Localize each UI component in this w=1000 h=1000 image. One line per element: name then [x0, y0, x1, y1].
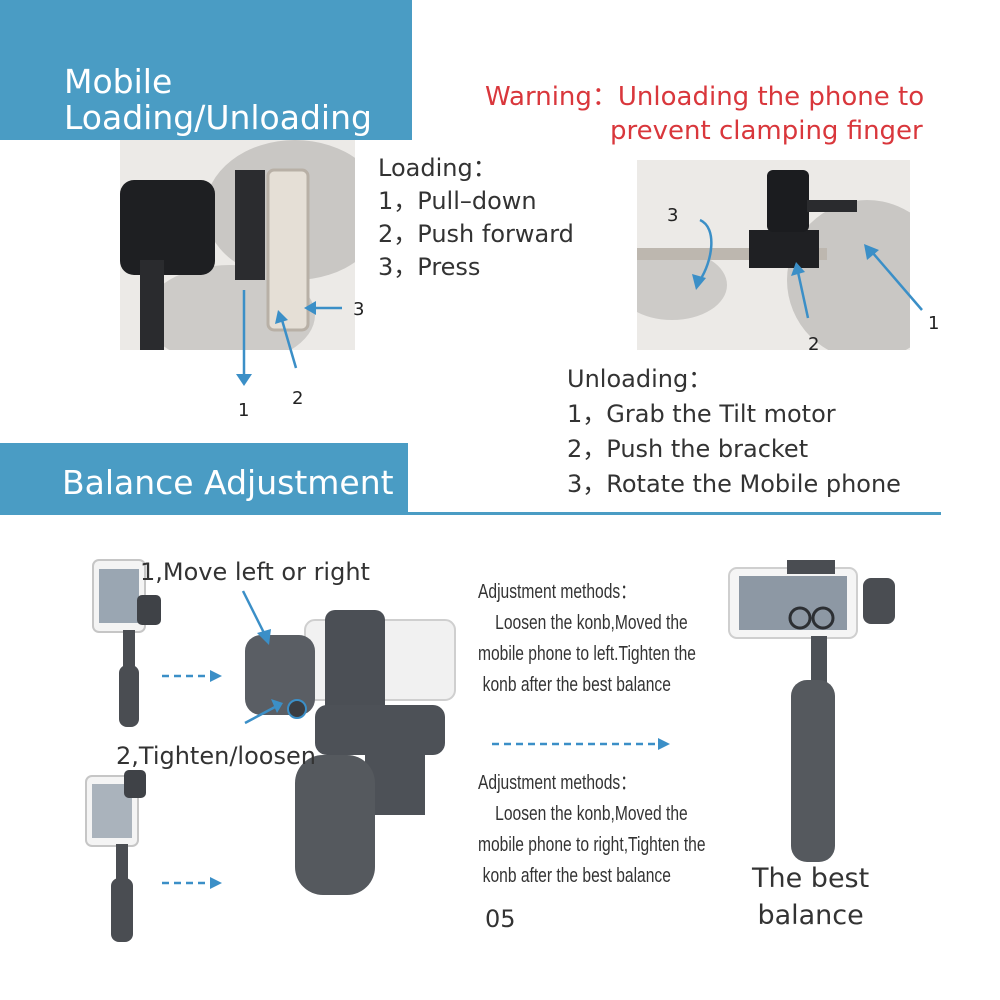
loading-illustration: [120, 140, 355, 350]
adjustment-method-right: Adjustment methods： Loosen the konb,Move…: [478, 768, 706, 892]
best-balance-line2: balance: [757, 900, 864, 931]
unloading-callout-3: 3: [667, 205, 679, 226]
method-line: konb after the best balance: [482, 674, 671, 696]
gimbal-balanced: [728, 560, 895, 862]
section-divider: [408, 512, 941, 515]
loading-instructions: Loading： 1，Pull–down 2，Push forward 3，Pr…: [378, 152, 574, 284]
adjustment-method-left: Adjustment methods： Loosen the konb,Move…: [478, 577, 696, 701]
unloading-step: 2，Push the bracket: [567, 435, 809, 463]
method-line: mobile phone to left.Tighten the: [478, 643, 696, 665]
balance-step-move: 1,Move left or right: [140, 558, 370, 586]
gimbal-thumbnail-left-shift: [92, 559, 161, 727]
loading-callout-1: 1: [238, 400, 250, 421]
method-title: Adjustment methods：: [478, 581, 636, 603]
method-title: Adjustment methods：: [478, 772, 636, 794]
banner-title-line2: Loading/Unloading: [64, 98, 372, 137]
best-balance-line1: The best: [752, 863, 870, 894]
dashed-arrow-top: [162, 670, 222, 682]
loading-step: 3，Press: [378, 253, 481, 281]
dashed-arrow-middle: [492, 738, 670, 750]
unloading-step: 1，Grab the Tilt motor: [567, 400, 836, 428]
dashed-arrow-bottom: [162, 877, 222, 889]
balance-section-banner: Balance Adjustment: [0, 443, 408, 515]
unloading-illustration: [637, 170, 910, 350]
page-number: 05: [485, 905, 516, 933]
loading-title: Loading：: [378, 154, 497, 182]
unloading-callout-1: 1: [928, 313, 940, 334]
balance-banner-title: Balance Adjustment: [62, 463, 394, 502]
balance-step-tighten: 2,Tighten/loosen: [116, 742, 316, 770]
banner-title-line1: Mobile: [64, 62, 173, 101]
unloading-step: 3，Rotate the Mobile phone: [567, 470, 901, 498]
warning-line2: prevent clamping finger: [610, 116, 923, 146]
loading-step: 1，Pull–down: [378, 187, 537, 215]
loading-arrows: [236, 290, 342, 386]
loading-photo: [120, 140, 355, 350]
gimbal-closeup: [245, 610, 456, 895]
warning-label: Warning：: [485, 82, 618, 112]
loading-section-banner: Mobile Loading/Unloading: [0, 0, 412, 140]
loading-callout-3: 3: [353, 299, 365, 320]
unloading-arrows: [692, 218, 923, 319]
method-line: mobile phone to right,Tighten the: [478, 834, 706, 856]
gimbal-thumbnail-right-shift: [85, 770, 146, 942]
unloading-callout-2: 2: [808, 334, 820, 355]
warning-notice: Warning：Unloading the phone to prevent c…: [485, 80, 924, 148]
method-line: Loosen the konb,Moved the: [495, 803, 688, 825]
unloading-instructions: Unloading： 1，Grab the Tilt motor 2，Push …: [567, 362, 901, 502]
warning-line1: Unloading the phone to: [617, 82, 925, 112]
loading-step: 2，Push forward: [378, 220, 574, 248]
best-balance-label: The best balance: [752, 860, 869, 934]
unloading-title: Unloading：: [567, 365, 713, 393]
method-line: konb after the best balance: [482, 865, 671, 887]
knob-pointer-arrows: [241, 590, 283, 725]
method-line: Loosen the konb,Moved the: [495, 612, 688, 634]
loading-callout-2: 2: [292, 388, 304, 409]
unloading-photo: [637, 160, 910, 350]
